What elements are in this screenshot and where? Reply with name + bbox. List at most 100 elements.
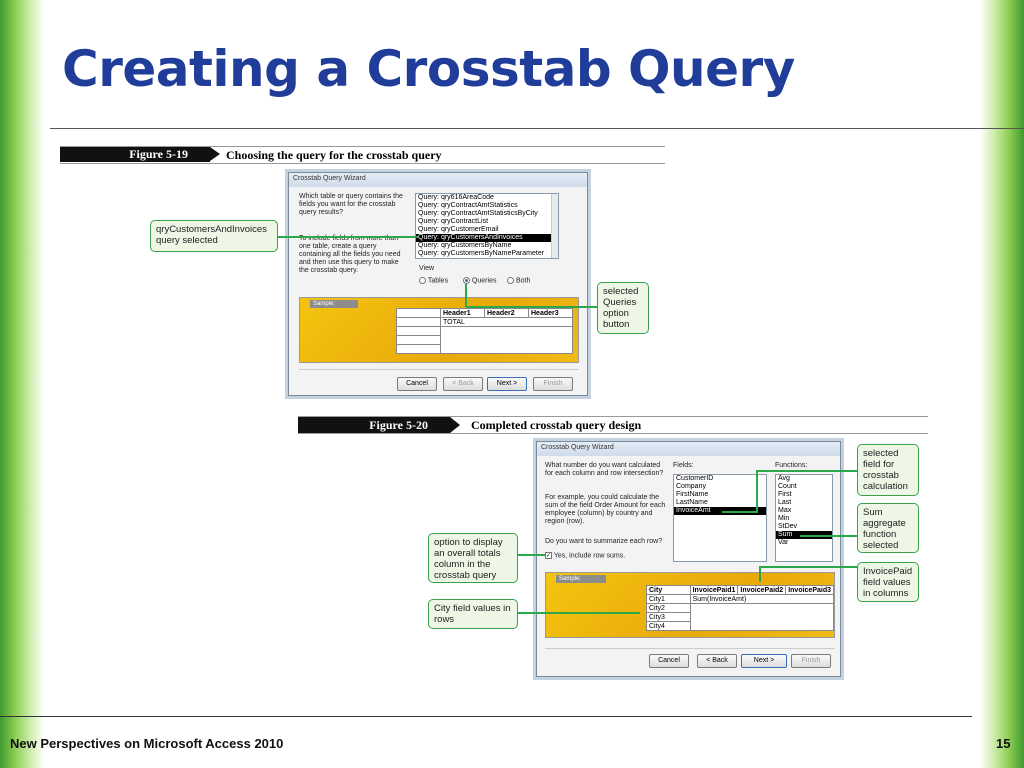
- view-label: View: [419, 265, 435, 272]
- list-item[interactable]: Query: qryContractList: [418, 218, 489, 225]
- row-cell: City1: [646, 594, 691, 604]
- callout-line: [756, 470, 857, 472]
- button-divider: [545, 648, 835, 649]
- wizard-example: For example, you could calculate the sum…: [545, 494, 666, 525]
- list-item[interactable]: CustomerID: [676, 475, 714, 482]
- footer-divider: [0, 716, 972, 717]
- next-button[interactable]: Next >: [487, 377, 527, 391]
- figure-rule-top: [60, 146, 665, 147]
- callout-sum-function: Sum aggregate function selected: [857, 503, 919, 553]
- finish-button[interactable]: Finish: [791, 654, 831, 668]
- cancel-button[interactable]: Cancel: [649, 654, 689, 668]
- title-divider: [50, 128, 1024, 129]
- callout-line: [518, 554, 546, 556]
- callout-line: [518, 612, 640, 614]
- callout-line: [466, 306, 597, 308]
- callout-line: [756, 470, 758, 512]
- callout-line: [722, 511, 758, 513]
- window-title: Crosstab Query Wizard: [289, 173, 587, 187]
- list-item[interactable]: Query: qry616AreaCode: [418, 194, 494, 201]
- callout-queries-option: selected Queries option button: [597, 282, 649, 334]
- callout-invoicepaid: InvoicePaid field values in columns: [857, 562, 919, 602]
- figure-rule-bottom: [60, 163, 665, 164]
- header-cell: InvoicePaid3: [785, 585, 834, 595]
- finish-button[interactable]: Finish: [533, 377, 573, 391]
- figure-number: Figure 5-20: [298, 417, 450, 433]
- list-item[interactable]: Company: [676, 483, 706, 490]
- header-cell: InvoicePaid2: [737, 585, 787, 595]
- list-item[interactable]: Query: qryContractAmtStatisticsByCity: [418, 210, 538, 217]
- slide-title: Creating a Crosstab Query: [62, 40, 795, 98]
- radio-tables[interactable]: Tables: [419, 277, 448, 285]
- functions-label: Functions:: [775, 462, 808, 469]
- page-number: 15: [996, 736, 1011, 751]
- callout-totals-option: option to display an overall totals colu…: [428, 533, 518, 583]
- next-button[interactable]: Next >: [741, 654, 787, 668]
- figure-number: Figure 5-19: [60, 147, 210, 162]
- listbox-scrollbar[interactable]: [551, 194, 558, 258]
- callout-line: [800, 535, 857, 537]
- callout-line: [278, 236, 418, 238]
- list-item[interactable]: Query: qryCustomerEmail: [418, 226, 499, 233]
- list-item[interactable]: Query: qryContractAmtStatistics: [418, 202, 518, 209]
- row-cell: City4: [646, 621, 691, 631]
- sample-label: Sample:: [556, 575, 606, 583]
- radio-both[interactable]: Both: [507, 277, 530, 285]
- list-item[interactable]: FirstName: [676, 491, 709, 498]
- row-sums-checkbox[interactable]: ✓ Yes, include row sums.: [545, 552, 626, 560]
- wizard-hint: To include fields from more than one tab…: [299, 235, 401, 274]
- back-button[interactable]: < Back: [697, 654, 737, 668]
- header-cell: City: [646, 585, 691, 595]
- wizard-prompt: What number do you want calculated for e…: [545, 462, 664, 477]
- header-cell: Header1: [440, 308, 485, 318]
- callout-selected-field: selected field for crosstab calculation: [857, 444, 919, 496]
- total-cell: TOTAL: [440, 317, 573, 327]
- fields-label: Fields:: [673, 462, 694, 469]
- row-cell: City3: [646, 612, 691, 622]
- list-item[interactable]: StDev: [778, 523, 798, 530]
- header-cell: Header3: [528, 308, 573, 318]
- figure-rule-top: [298, 416, 928, 417]
- row-cell: City2: [646, 603, 691, 613]
- header-cell: InvoicePaid1: [689, 585, 739, 595]
- crosstab-wizard-window-2: Crosstab Query Wizard What number do you…: [536, 441, 841, 677]
- crosstab-wizard-window-1: Crosstab Query Wizard Which table or que…: [288, 172, 588, 396]
- list-item[interactable]: Query: qryCustomersByNameParameter: [418, 250, 545, 257]
- list-item[interactable]: Last: [778, 499, 792, 506]
- list-item[interactable]: LastName: [676, 499, 708, 506]
- sum-cell: Sum(InvoiceAmt): [689, 594, 835, 604]
- callout-city-rows: City field values in rows: [428, 599, 518, 629]
- back-button[interactable]: < Back: [443, 377, 483, 391]
- callout-query-selected: qryCustomersAndInvoices query selected: [150, 220, 278, 252]
- window-title: Crosstab Query Wizard: [537, 442, 840, 456]
- callout-line: [759, 566, 761, 582]
- summarize-question: Do you want to summarize each row?: [545, 538, 663, 545]
- list-item[interactable]: Query: qryCustomersByName: [418, 242, 512, 249]
- radio-queries[interactable]: Queries: [463, 277, 496, 285]
- header-cell: Header2: [484, 308, 529, 318]
- figure-caption: Completed crosstab query design: [471, 418, 642, 432]
- list-item[interactable]: First: [778, 491, 792, 498]
- list-item[interactable]: Count: [778, 483, 797, 490]
- cancel-button[interactable]: Cancel: [397, 377, 437, 391]
- list-item[interactable]: Max: [778, 507, 792, 514]
- right-decor-bar: [980, 0, 1024, 768]
- button-divider: [299, 369, 579, 370]
- list-item[interactable]: Query: qryCustomersAndInvoices: [416, 234, 558, 242]
- figure-caption: Choosing the query for the crosstab quer…: [226, 148, 442, 162]
- list-item[interactable]: Var: [778, 539, 789, 546]
- list-item[interactable]: Min: [778, 515, 790, 522]
- list-item[interactable]: InvoiceAmt: [674, 507, 766, 515]
- list-item[interactable]: Avg: [778, 475, 790, 482]
- figure-arrow: [210, 147, 220, 161]
- figure-rule-bottom: [298, 433, 928, 434]
- callout-line: [760, 566, 857, 568]
- footer-text: New Perspectives on Microsoft Access 201…: [10, 736, 284, 751]
